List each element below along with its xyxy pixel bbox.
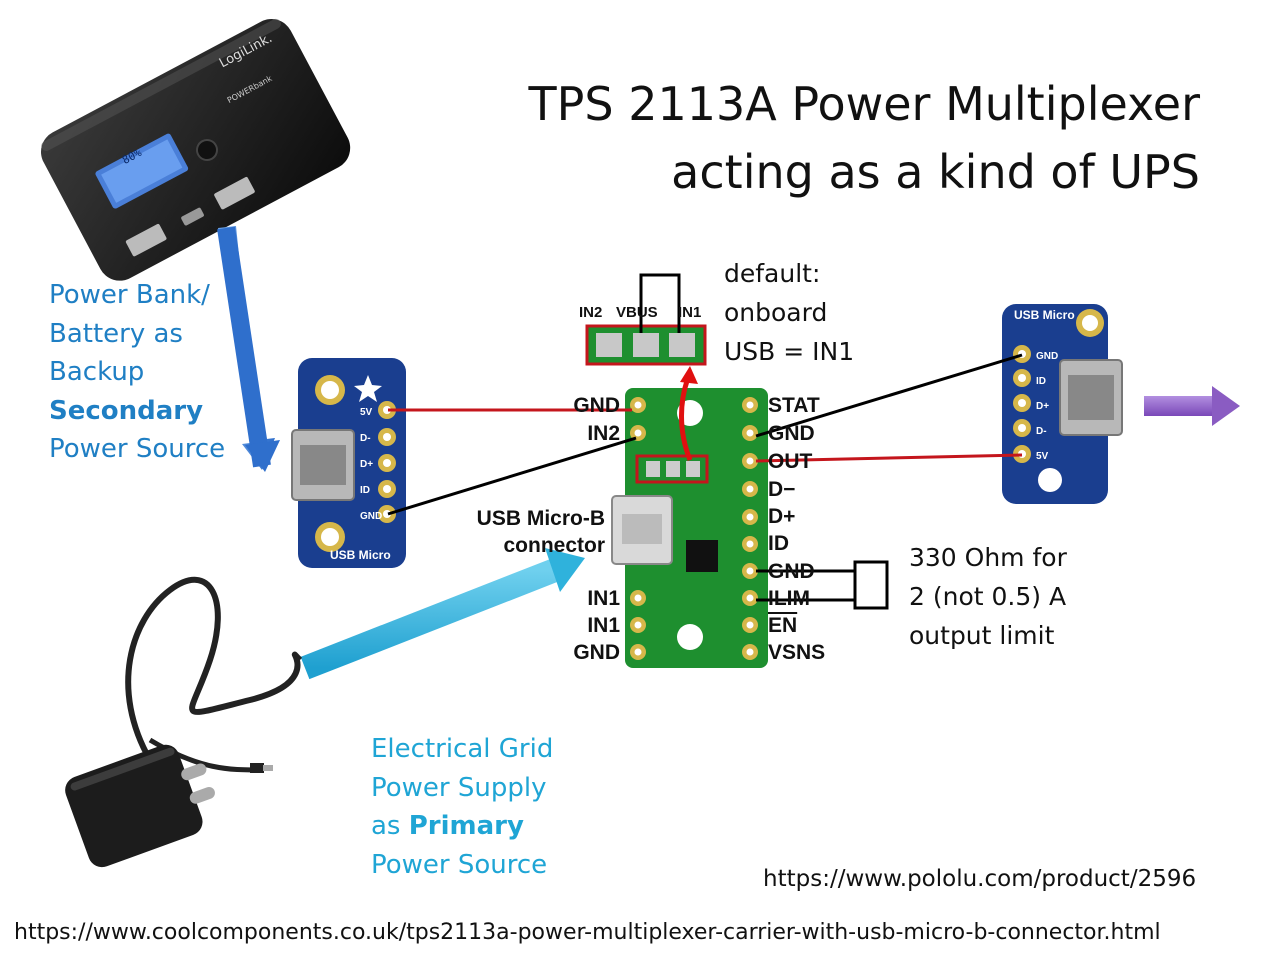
primary-source-label: Electrical Grid Power Supply as Primary … (371, 734, 554, 880)
page-title: TPS 2113A Power Multiplexer acting as a … (529, 70, 1200, 206)
resistor-box (853, 560, 889, 610)
primary-arrow (300, 548, 585, 680)
tps2113a-board (611, 366, 768, 668)
pin-label-stat: STAT (768, 394, 820, 417)
wire-out-to-right-5v (755, 453, 1023, 463)
coolcomponents-url[interactable]: https://www.coolcomponents.co.uk/tps2113… (14, 920, 1161, 945)
pin-label-d-plus: D+ (768, 505, 796, 528)
default-jumper-note: default: onboard USB = IN1 (724, 259, 855, 366)
backup-source-label: Power Bank/ Battery as Backup Secondary … (49, 280, 226, 464)
jumper-pads (585, 273, 707, 366)
left-breakout-label: USB Micro (330, 548, 391, 562)
jumper-label-vbus: VBUS (616, 304, 658, 321)
power-bank-image (40, 18, 351, 281)
ilim-note: 330 Ohm for 2 (not 0.5) A output limit (909, 543, 1067, 650)
left-usb-breakout (291, 358, 406, 568)
jumper-label-in1: IN1 (678, 304, 702, 321)
right-usb-breakout (1002, 304, 1123, 504)
usb-connector-label: USB Micro-B connector (476, 507, 605, 557)
pin-label-vsns: VSNS (768, 641, 826, 664)
backup-arrow (217, 226, 280, 472)
pin-label-gnd-bottom: GND (573, 641, 620, 664)
right-breakout-pins: GND ID D+ D- 5V (1036, 351, 1059, 462)
pin-label-out: OUT (768, 450, 813, 473)
right-breakout-label: USB Micro (1014, 308, 1075, 322)
wires (387, 353, 1023, 610)
wall-charger-image (65, 576, 303, 868)
pin-label-ilim: ILIM (768, 587, 810, 610)
title-line-2: acting as a kind of UPS (671, 145, 1200, 199)
wire-gnd-to-right-gnd (755, 353, 1023, 438)
pololu-url[interactable]: https://www.pololu.com/product/2596 (763, 866, 1197, 892)
pin-label-gnd-top: GND (573, 394, 620, 417)
jumper-label-in2: IN2 (579, 304, 603, 321)
pin-label-in1-a: IN1 (587, 587, 620, 610)
wire-gnd-to-in2 (387, 436, 637, 516)
title-line-1: TPS 2113A Power Multiplexer (528, 77, 1200, 131)
output-arrow (1144, 386, 1240, 426)
left-breakout-pins: 5V D- D+ ID GND (360, 407, 383, 522)
pin-label-gnd-2: GND (768, 560, 815, 583)
pin-label-en: EN (768, 614, 798, 637)
pin-label-id: ID (768, 532, 789, 555)
pin-label-in1-b: IN1 (587, 614, 620, 637)
pin-label-d-minus: D− (768, 478, 796, 501)
pin-label-gnd-1: GND (768, 422, 815, 445)
pin-label-in2: IN2 (587, 422, 620, 445)
